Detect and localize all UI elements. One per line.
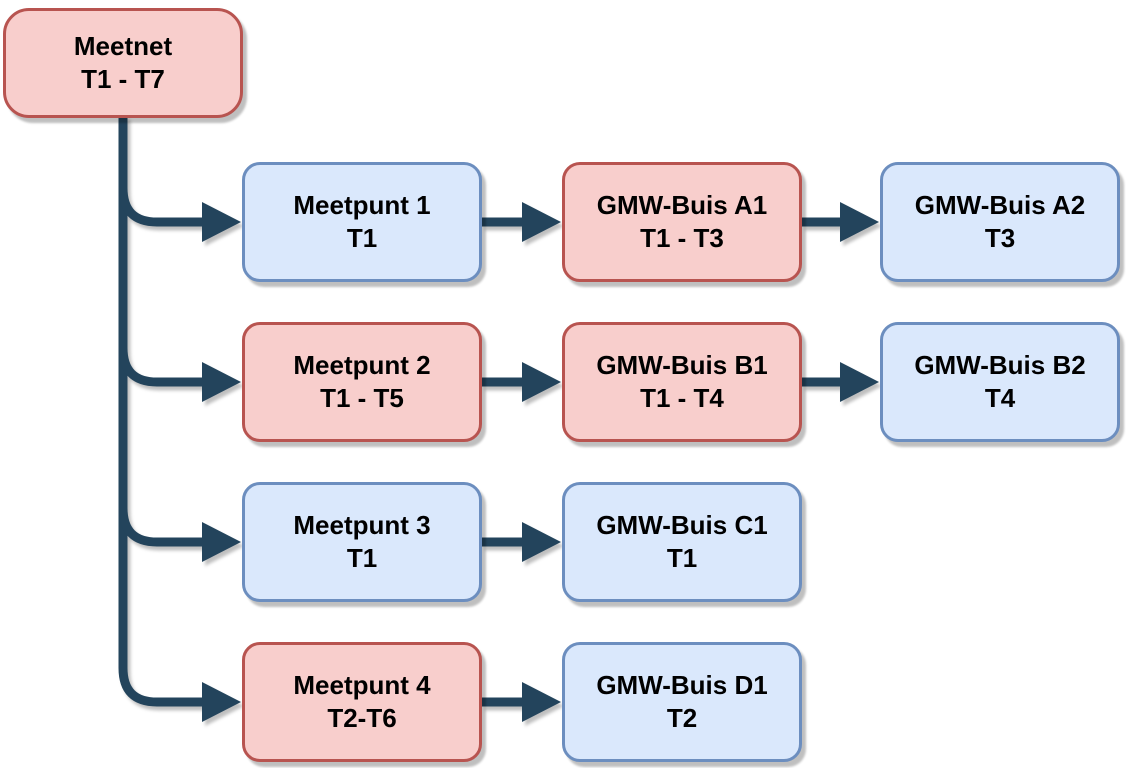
arrowhead-gmw-buis-d1	[522, 682, 561, 722]
node-meetpunt-3-subtitle: T1	[346, 543, 378, 573]
node-meetpunt-3-title: Meetpunt 3	[293, 510, 431, 540]
node-gmw-buis-b2-title: GMW-Buis B2	[914, 350, 1086, 380]
arrowhead-gmw-buis-a1	[522, 202, 561, 242]
edge-meetnet-meetpunt-4	[118, 116, 241, 722]
node-meetpunt-1-title: Meetpunt 1	[293, 190, 431, 220]
node-meetpunt-2: Meetpunt 2 T1 - T5	[242, 322, 482, 442]
node-gmw-buis-c1-subtitle: T1	[666, 543, 698, 573]
arrowhead-meetpunt-1	[202, 202, 241, 242]
node-meetpunt-1: Meetpunt 1 T1	[242, 162, 482, 282]
edge-meetpunt-2-gmw-buis-b1	[482, 362, 561, 402]
edge-meetnet-meetpunt-1	[118, 187, 241, 242]
node-gmw-buis-c1-title: GMW-Buis C1	[596, 510, 768, 540]
edge-meetnet-meetpunt-2	[118, 347, 241, 402]
node-meetpunt-2-title: Meetpunt 2	[293, 350, 431, 380]
edge-meetpunt-1-gmw-buis-a1	[482, 202, 561, 242]
arrowhead-meetpunt-2	[202, 362, 241, 402]
node-gmw-buis-d1-title: GMW-Buis D1	[596, 670, 768, 700]
edge-meetpunt-3-gmw-buis-c1	[482, 522, 561, 562]
arrowhead-gmw-buis-b2	[840, 362, 879, 402]
node-gmw-buis-b1-title: GMW-Buis B1	[596, 350, 768, 380]
edge-gmw-buis-a1-gmw-buis-a2	[802, 202, 879, 242]
node-gmw-buis-d1: GMW-Buis D1 T2	[562, 642, 802, 762]
edge-elbow-line	[118, 507, 203, 547]
edge-gmw-buis-b1-gmw-buis-b2	[802, 362, 879, 402]
edge-meetpunt-4-gmw-buis-d1	[482, 682, 561, 722]
arrowhead-gmw-buis-c1	[522, 522, 561, 562]
node-gmw-buis-b2-subtitle: T4	[984, 383, 1016, 413]
node-meetpunt-3: Meetpunt 3 T1	[242, 482, 482, 602]
edge-trunk-line	[118, 116, 203, 707]
node-meetpunt-4-title: Meetpunt 4	[293, 670, 431, 700]
node-gmw-buis-a1-title: GMW-Buis A1	[596, 190, 768, 220]
node-meetnet-title: Meetnet	[73, 31, 173, 61]
node-gmw-buis-a1-subtitle: T1 - T3	[640, 223, 724, 253]
arrowhead-gmw-buis-b1	[522, 362, 561, 402]
arrowhead-meetpunt-4	[202, 682, 241, 722]
node-gmw-buis-b1: GMW-Buis B1 T1 - T4	[562, 322, 802, 442]
node-gmw-buis-a2: GMW-Buis A2 T3	[880, 162, 1120, 282]
node-gmw-buis-b1-subtitle: T1 - T4	[640, 383, 724, 413]
edge-meetnet-meetpunt-3	[118, 507, 241, 562]
node-gmw-buis-b2: GMW-Buis B2 T4	[880, 322, 1120, 442]
node-meetpunt-2-subtitle: T1 - T5	[320, 383, 404, 413]
node-gmw-buis-d1-subtitle: T2	[666, 703, 698, 733]
node-gmw-buis-a1: GMW-Buis A1 T1 - T3	[562, 162, 802, 282]
node-meetnet-subtitle: T1 - T7	[81, 64, 165, 94]
node-gmw-buis-a2-title: GMW-Buis A2	[914, 190, 1086, 220]
node-gmw-buis-a2-subtitle: T3	[984, 223, 1016, 253]
node-gmw-buis-c1: GMW-Buis C1 T1	[562, 482, 802, 602]
node-meetpunt-4: Meetpunt 4 T2-T6	[242, 642, 482, 762]
arrowhead-meetpunt-3	[202, 522, 241, 562]
edge-elbow-line	[118, 187, 203, 227]
node-meetnet: Meetnet T1 - T7	[3, 8, 243, 118]
node-meetpunt-1-subtitle: T1	[346, 223, 378, 253]
edge-elbow-line	[118, 347, 203, 387]
arrowhead-gmw-buis-a2	[840, 202, 879, 242]
node-meetpunt-4-subtitle: T2-T6	[327, 703, 397, 733]
